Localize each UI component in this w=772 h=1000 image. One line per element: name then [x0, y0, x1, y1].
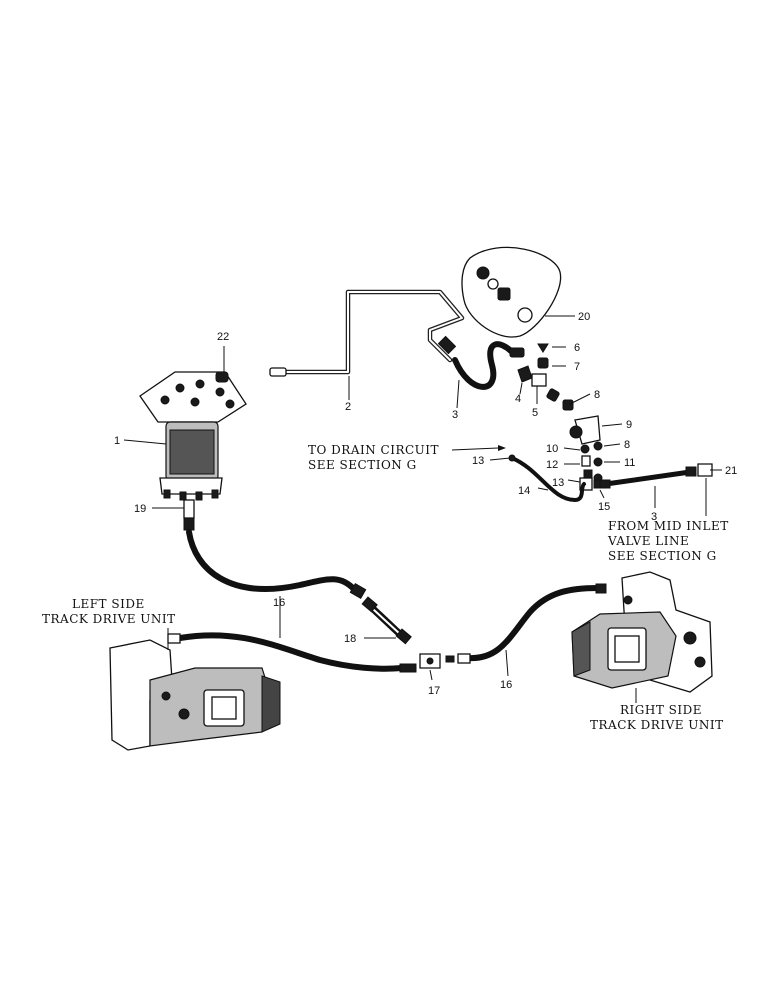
callout-5: 5 — [532, 407, 538, 419]
left-unit-label-line1: LEFT SIDE — [72, 597, 145, 611]
leader-lines — [123, 315, 722, 703]
hose-16-right — [445, 583, 607, 664]
callout-18: 18 — [344, 633, 356, 645]
callout-8-lower: 8 — [624, 439, 630, 451]
right-unit-label-line2: TRACK DRIVE UNIT — [590, 718, 724, 732]
inlet-note-line1: FROM MID INLET — [608, 519, 729, 533]
callout-2: 2 — [345, 401, 351, 413]
callout-3-upper: 3 — [452, 409, 458, 421]
callout-16-left: 16 — [273, 597, 285, 609]
hose-16-left — [167, 632, 417, 673]
callout-12: 12 — [546, 459, 558, 471]
inlet-note-line3: SEE SECTION G — [608, 549, 717, 563]
callout-13-lower: 13 — [552, 477, 564, 489]
callout-22: 22 — [217, 331, 229, 343]
callout-17: 17 — [428, 685, 440, 697]
drain-note-line2: SEE SECTION G — [308, 458, 417, 472]
tee-17 — [419, 653, 441, 669]
callout-15: 15 — [598, 501, 610, 513]
callout-4: 4 — [515, 393, 521, 405]
callout-21: 21 — [725, 465, 737, 477]
callout-1: 1 — [114, 435, 120, 447]
left-unit-label-line2: TRACK DRIVE UNIT — [42, 612, 176, 626]
callout-9: 9 — [626, 419, 632, 431]
inlet-note-line2: VALVE LINE — [607, 534, 689, 548]
hose-3-inlet — [599, 463, 713, 489]
callout-11: 11 — [624, 457, 635, 469]
right-track-drive-unit — [571, 571, 713, 693]
callout-16-right: 16 — [500, 679, 512, 691]
hose-18 — [361, 596, 412, 645]
hose-3-loop — [452, 341, 525, 390]
hydraulic-motor-1 — [139, 371, 247, 501]
fittings-cluster — [517, 343, 605, 491]
callout-20: 20 — [578, 311, 590, 323]
right-unit-label-line1: RIGHT SIDE — [620, 703, 702, 717]
left-track-drive-unit — [109, 639, 281, 751]
callout-13-upper: 13 — [472, 455, 484, 467]
callout-labels: 1 2 3 4 5 6 7 8 9 8 10 11 12 13 13 14 15… — [114, 311, 737, 697]
callout-3-lower: 3 — [651, 511, 657, 523]
callout-14: 14 — [518, 485, 530, 497]
drain-note-line1: TO DRAIN CIRCUIT — [308, 443, 439, 457]
callout-8-upper: 8 — [594, 389, 600, 401]
callout-10: 10 — [546, 443, 558, 455]
callout-19: 19 — [134, 503, 146, 515]
callout-6: 6 — [574, 342, 580, 354]
mounting-plate-20 — [461, 246, 562, 338]
hose-16-left-run — [183, 499, 367, 600]
tube-2 — [269, 289, 465, 377]
annotation-notes: TO DRAIN CIRCUIT SEE SECTION G FROM MID … — [42, 443, 729, 732]
callout-7: 7 — [574, 361, 580, 373]
